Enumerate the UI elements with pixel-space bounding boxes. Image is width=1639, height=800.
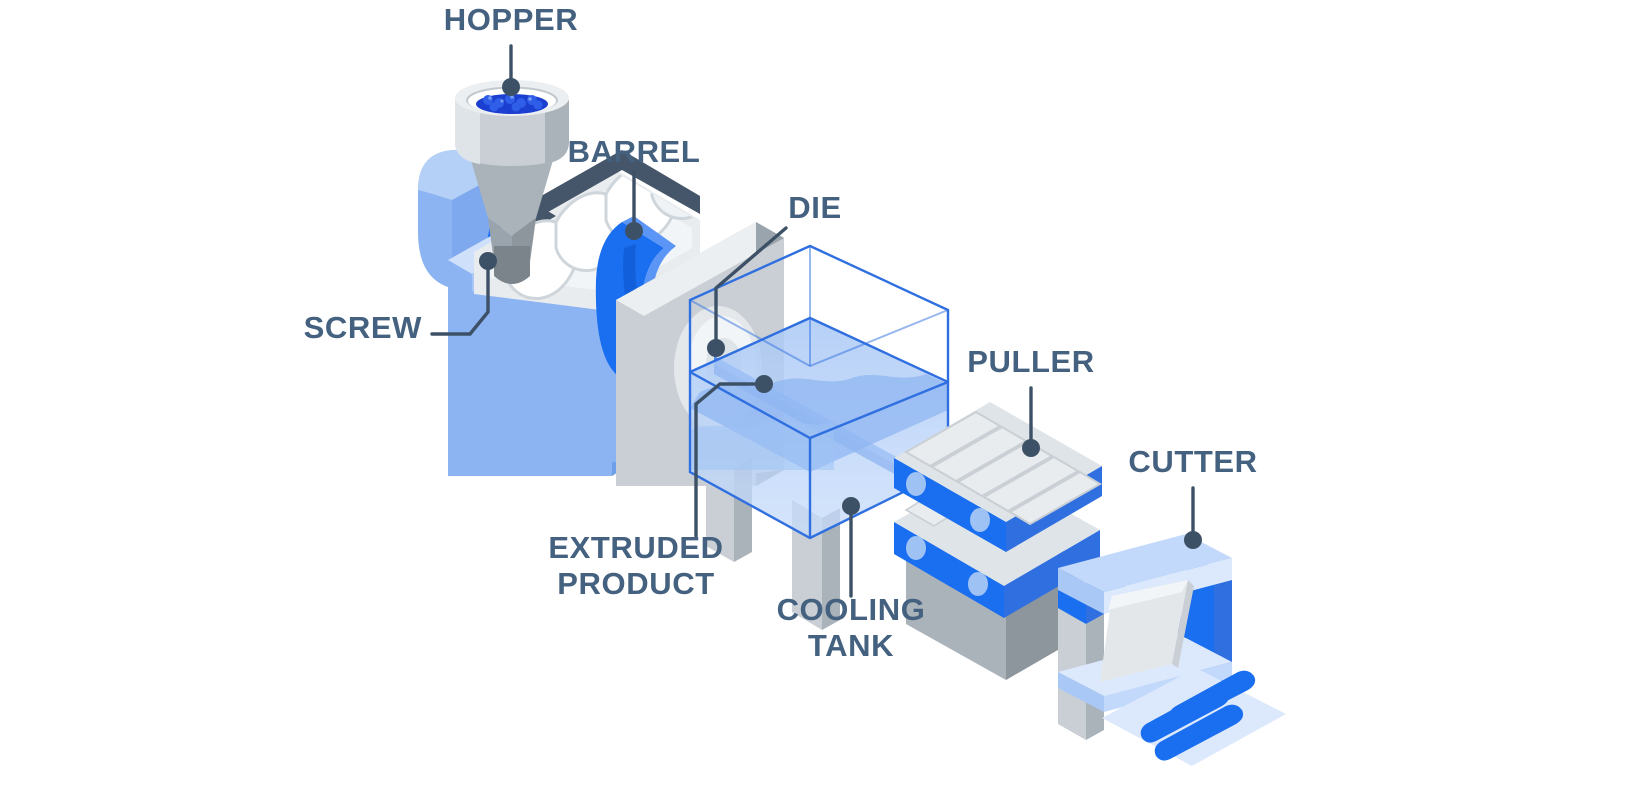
cooling-tank bbox=[688, 244, 950, 630]
leader-extruded bbox=[694, 382, 762, 538]
label-hopper: HOPPER bbox=[443, 2, 579, 37]
label-cutter: CUTTER bbox=[1128, 444, 1258, 479]
dot-extruded bbox=[755, 375, 773, 393]
label-die: DIE bbox=[788, 190, 842, 225]
leader-lines bbox=[430, 44, 1195, 598]
dot-cooling bbox=[842, 497, 860, 515]
hopper bbox=[455, 80, 569, 284]
dot-barrel bbox=[625, 222, 643, 240]
dot-hopper bbox=[502, 78, 520, 96]
puller bbox=[894, 402, 1102, 680]
dot-puller bbox=[1022, 439, 1040, 457]
plastic-pellets bbox=[476, 94, 548, 114]
output-tray bbox=[1102, 668, 1286, 766]
label-extruded-product: EXTRUDED PRODUCT bbox=[548, 530, 724, 601]
leader-screw bbox=[430, 262, 490, 336]
dot-die bbox=[707, 339, 725, 357]
leader-dots bbox=[479, 78, 1202, 549]
label-screw: SCREW bbox=[303, 310, 422, 345]
cut-pieces bbox=[1140, 670, 1256, 761]
label-barrel: BARREL bbox=[567, 134, 701, 169]
lower-track-rollers bbox=[906, 536, 988, 596]
label-cooling-tank: COOLING TANK bbox=[776, 592, 926, 663]
dot-cutter bbox=[1184, 531, 1202, 549]
label-puller: PULLER bbox=[967, 344, 1095, 379]
dot-screw bbox=[479, 252, 497, 270]
leader-die bbox=[714, 226, 788, 346]
upper-track-rollers bbox=[906, 472, 990, 532]
